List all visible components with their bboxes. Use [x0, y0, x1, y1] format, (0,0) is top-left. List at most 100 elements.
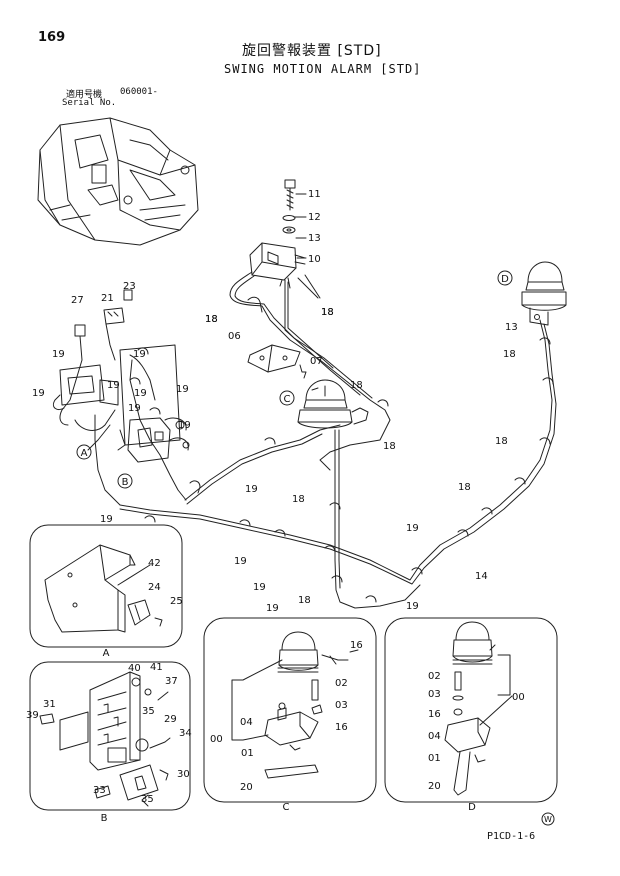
- callout-number: 19: [134, 388, 147, 399]
- callout-number: 39: [26, 710, 39, 721]
- callout-number: 02: [335, 678, 348, 689]
- circle-marker: A: [76, 444, 92, 460]
- view-labels: A B C D: [101, 648, 477, 824]
- buzzer-assembly: [249, 179, 306, 289]
- callout-number: 37: [165, 676, 178, 687]
- circle-marker-letter: D: [501, 274, 509, 285]
- callout-number: 19: [178, 420, 191, 431]
- callout-number: 31: [43, 699, 56, 710]
- callout-number: 18: [321, 307, 334, 318]
- callout-number: 19: [406, 601, 419, 612]
- callout-number: 34: [179, 728, 192, 739]
- callout-number: 01: [428, 753, 441, 764]
- callout-number: 13: [505, 322, 518, 333]
- callout-number: 40: [128, 663, 141, 674]
- callout-number: 23: [123, 281, 136, 292]
- callout-number: 00: [210, 734, 223, 745]
- callout-number: 18: [292, 494, 305, 505]
- callout-number: 18: [321, 307, 334, 318]
- detail-view-c: [203, 617, 377, 803]
- applicable-model-label: 適用号機: [66, 90, 103, 100]
- circle-marker-letter: B: [122, 477, 129, 488]
- callout-number: 35: [142, 706, 155, 717]
- callout-number: 03: [335, 700, 348, 711]
- callout-number: 04: [240, 717, 253, 728]
- detail-view-d: [384, 617, 558, 803]
- circle-marker: D: [497, 270, 513, 286]
- callout-number: 18: [205, 314, 218, 325]
- circle-marker: B: [117, 473, 133, 489]
- serial-number-value: 060001-: [120, 87, 158, 97]
- callout-number: 18: [205, 314, 218, 325]
- view-label: D: [468, 802, 476, 813]
- callout-number: 21: [101, 293, 114, 304]
- page-number: 169: [38, 30, 66, 45]
- callout-number: 04: [428, 731, 441, 742]
- callout-number: 19: [253, 582, 266, 593]
- serial-number-label: Serial No.: [62, 98, 117, 108]
- callout-number: 14: [475, 571, 488, 582]
- callout-number: 19: [406, 523, 419, 534]
- callout-number: 27: [71, 295, 84, 306]
- callout-number: 19: [266, 603, 279, 614]
- callout-number: 29: [164, 714, 177, 725]
- wire-harness: [94, 271, 557, 609]
- callout-number: 35: [141, 794, 154, 805]
- callout-number: 02: [428, 671, 441, 682]
- callout-number: 00: [512, 692, 525, 703]
- detail-view-b: [29, 661, 191, 811]
- callout-number: 19: [107, 380, 120, 391]
- callout-number: 16: [335, 722, 348, 733]
- callout-number: 18: [495, 436, 508, 447]
- callout-number: 01: [241, 748, 254, 759]
- inset-d-bracket: [497, 654, 511, 696]
- callout-number: 41: [150, 662, 163, 673]
- callout-number: 19: [234, 556, 247, 567]
- harness-clamps: [129, 296, 554, 603]
- callout-number: 19: [245, 484, 258, 495]
- watermark-letter: W: [544, 815, 552, 824]
- callout-number: 11: [308, 189, 321, 200]
- machine-overview-illustration: [37, 117, 199, 246]
- callout-number: 12: [308, 212, 321, 223]
- rotating-lamp-center: [297, 379, 369, 429]
- callout-number: 19: [32, 388, 45, 399]
- inset-d-leader: [479, 644, 513, 726]
- callout-number: 16: [428, 709, 441, 720]
- callout-number: 19: [100, 514, 113, 525]
- page-title-english: SWING MOTION ALARM [STD]: [224, 62, 422, 76]
- view-label: C: [283, 802, 290, 813]
- watermark-symbol: W: [541, 812, 555, 826]
- circle-marker-letter: A: [81, 448, 88, 459]
- page-title-japanese: 旋回警報装置 [STD]: [242, 43, 382, 59]
- callout-number: 42: [148, 558, 161, 569]
- figure-code: P1CD-1-6: [487, 831, 536, 842]
- callout-number: 03: [428, 689, 441, 700]
- inset-c-bracket: [231, 659, 283, 741]
- callout-number: 19: [128, 403, 141, 414]
- circle-marker: C: [279, 390, 295, 406]
- callout-number: 25: [170, 596, 183, 607]
- circle-markers: A B C D: [76, 270, 513, 489]
- callout-number: 18: [298, 595, 311, 606]
- rotating-lamp-right: [521, 261, 567, 326]
- callout-number: 19: [52, 349, 65, 360]
- circle-marker-letter: C: [284, 394, 291, 405]
- callout-number: 18: [503, 349, 516, 360]
- callout-number: 20: [240, 782, 253, 793]
- callout-number: 18: [458, 482, 471, 493]
- callout-number: 10: [308, 254, 321, 265]
- view-label: B: [101, 813, 108, 824]
- callout-number: 07: [310, 356, 323, 367]
- callout-number: 16: [350, 640, 363, 651]
- callout-number: 30: [177, 769, 190, 780]
- view-label: A: [103, 648, 110, 659]
- relay-panel: [52, 289, 190, 463]
- callout-number: 18: [350, 380, 363, 391]
- detail-view-a: [29, 524, 183, 648]
- callout-number: 20: [428, 781, 441, 792]
- callout-number: 19: [133, 349, 146, 360]
- callout-number: 06: [228, 331, 241, 342]
